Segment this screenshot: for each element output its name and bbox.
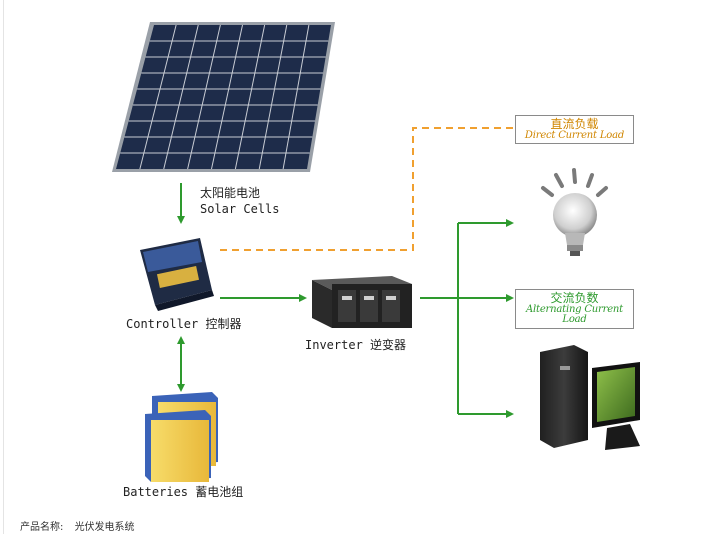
dc-load-label-en: Direct Current Load — [524, 129, 625, 141]
panel-cell-line — [211, 24, 243, 170]
panel-cell-line — [187, 24, 221, 170]
controller-image — [140, 238, 214, 311]
controller-label: Controller 控制器 — [126, 317, 242, 331]
flow-arrows — [177, 183, 514, 418]
panel-cell-line — [163, 24, 199, 170]
footer-label: 产品名称: — [20, 522, 64, 533]
solar-panel-image — [112, 22, 335, 172]
page-edge-line — [3, 0, 4, 534]
panel-cell-line — [234, 24, 266, 170]
inverter-label: Inverter 逆变器 — [305, 338, 407, 352]
footer-value: 光伏发电系统 — [74, 522, 135, 533]
panel-cell-line — [282, 24, 310, 170]
light-bulb-image — [541, 168, 608, 256]
batteries-image — [145, 392, 218, 482]
inverter-image — [312, 276, 412, 328]
ac-load-label-zh: 交流负数 — [550, 291, 599, 305]
ac-load-label-en: Alternating Current Load — [525, 303, 623, 326]
dc-load-dashed-line — [220, 127, 514, 251]
ac-load-box: 交流负数 Alternating Current Load — [515, 289, 634, 329]
panel-cell-line — [139, 24, 177, 170]
product-name-footer: 产品名称: 光伏发电系统 — [20, 518, 135, 533]
solar-label-zh: 太阳能电池 — [200, 186, 261, 200]
computer-image — [540, 345, 640, 450]
dc-load-label-zh: 直流负载 — [550, 117, 599, 131]
panel-cell-line — [258, 24, 288, 170]
solar-label-en: Solar Cells — [200, 202, 280, 216]
batteries-label: Batteries 蓄电池组 — [123, 485, 244, 499]
dc-load-box: 直流负载 Direct Current Load — [515, 115, 634, 145]
